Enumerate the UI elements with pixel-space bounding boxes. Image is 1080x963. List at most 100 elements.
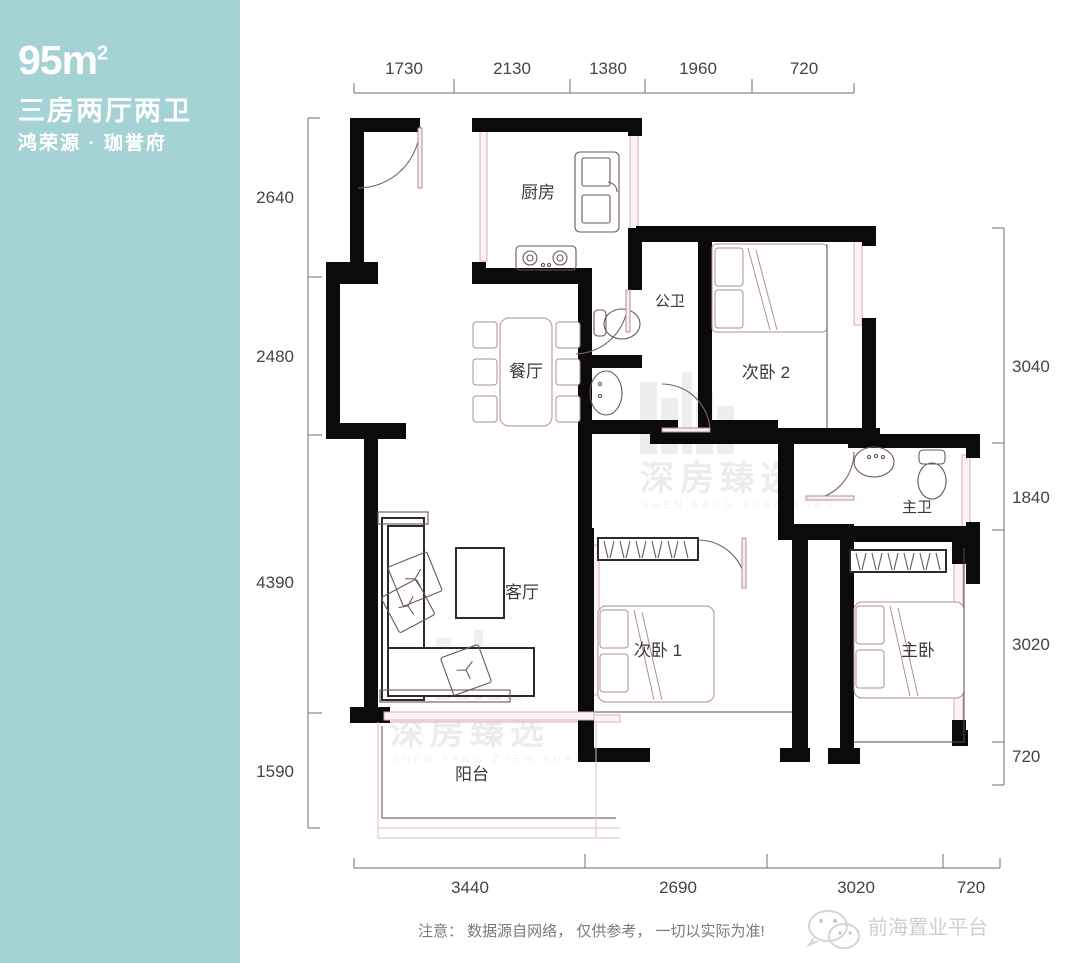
window-masterbath-right [961, 454, 971, 528]
right-dim-3: 720 [1012, 747, 1040, 766]
master-quilt-fold-2 [897, 607, 919, 697]
dining-chair-r2 [555, 358, 581, 386]
public-bath-furniture [589, 308, 641, 416]
bedroom2-pillow-2 [714, 289, 744, 329]
dining-chair-r1 [555, 321, 581, 349]
watermark-main-1: 深房臻选 [640, 460, 800, 498]
public-sink-basin [589, 370, 623, 416]
project-name: 鸿荣源 · 珈誉府 [18, 133, 167, 155]
dining-chair-l2 [472, 358, 498, 386]
bottom-dim-1: 2690 [659, 878, 697, 897]
bedroom1-wardrobe-hangers [603, 540, 689, 559]
window-kitchen-left [479, 120, 488, 262]
dining-table [499, 317, 553, 427]
bedroom2-quilt-fold-2 [755, 249, 778, 331]
master-bath-furniture [853, 446, 947, 500]
room-label-living: 客厅 [505, 583, 539, 602]
top-dim-2: 1380 [589, 59, 627, 78]
bedroom2-furniture [711, 243, 828, 428]
stove-burner-1 [522, 250, 538, 266]
public-bath-door-leaf [625, 289, 631, 333]
room-label-public-bath: 公卫 [655, 293, 685, 310]
bottom-dim-3: 720 [957, 878, 985, 897]
living-sofa-back-bottom [379, 689, 511, 703]
bedroom2-door-leaf [661, 427, 711, 433]
dining-chair-l3 [472, 395, 498, 423]
master-pillow-1 [855, 605, 885, 645]
footer-brand: 前海置业平台 [868, 916, 988, 939]
master-toilet-bowl [917, 462, 947, 500]
balcony-inner-line [381, 726, 616, 819]
top-dimension-line [353, 79, 855, 94]
master-sink-tap-3 [880, 454, 886, 460]
master-sink-basin [853, 446, 895, 478]
dining-chair-r3 [555, 395, 581, 423]
master-bath-door-arc [805, 451, 855, 501]
area-unit-superscript: 2 [97, 42, 108, 65]
master-toilet-tank [918, 449, 946, 465]
living-furniture [377, 511, 535, 703]
living-coffee-table [455, 547, 505, 619]
stove-burner-2-inner [556, 254, 564, 262]
bedroom1-quilt-fold-2 [641, 611, 663, 701]
layout-heading: 三房两厅两卫 [18, 96, 192, 126]
kitchen-stove [515, 245, 577, 271]
balcony-sliding-door [383, 711, 595, 721]
entry-door-leaf [417, 127, 423, 189]
kitchen-sink [574, 151, 620, 233]
room-label-master-bedroom: 主卧 [901, 641, 935, 660]
living-sofa-seat [387, 525, 425, 667]
living-sofa-chaise [387, 647, 535, 697]
public-toilet-tank [593, 309, 607, 337]
room-label-kitchen: 厨房 [521, 183, 555, 202]
kitchen-sink-basin-1 [581, 157, 611, 187]
bedroom1-furniture [594, 537, 792, 713]
stove-knob-2 [546, 262, 552, 268]
bedroom1-pillow-1 [599, 609, 629, 649]
window-bedroom2-right [853, 239, 863, 326]
kitchen-furniture [515, 151, 620, 271]
bedroom1-pillow-2 [599, 653, 629, 693]
master-pillow-2 [855, 649, 885, 689]
master-wardrobe-hangers [855, 552, 941, 571]
area-heading: 95m2 [18, 40, 240, 81]
public-toilet-bowl [603, 308, 641, 340]
footer-note: 注意： 数据源自网络， 仅供参考， 一切以实际为准! [418, 922, 765, 940]
dining-furniture [472, 317, 581, 427]
watermark-sub-1: SHEN FANG ZHEN XUAN [642, 500, 836, 511]
right-dim-2: 3020 [1012, 635, 1050, 654]
bottom-dim-2: 3020 [837, 878, 875, 897]
bedroom2-door-arc [661, 383, 711, 433]
floorplan-drawing-area: 深房臻选 SHEN FANG ZHEN XUAN 深房臻选 SHEN FANG … [240, 0, 1080, 963]
window-kitchen-right [629, 129, 639, 241]
master-quilt-fold-1 [889, 605, 911, 697]
public-sink-tap-1 [597, 381, 603, 387]
bottom-dimension-line [353, 854, 1001, 869]
kitchen-faucet [607, 181, 618, 193]
top-dim-4: 720 [790, 59, 818, 78]
wechat-brand-group: 前海置业平台 [806, 910, 988, 949]
master-wardrobe [849, 549, 947, 573]
bottom-dim-0: 3440 [451, 878, 489, 897]
master-sink-tap-2 [873, 453, 879, 459]
room-label-bedroom1: 次卧 1 [634, 641, 682, 660]
right-dimension-line [992, 227, 1005, 786]
left-dim-1: 2480 [256, 347, 294, 366]
room-label-master-bath: 主卫 [902, 499, 932, 516]
room-label-bedroom2: 次卧 2 [742, 363, 790, 382]
room-label-balcony: 阳台 [455, 765, 489, 784]
sidebar-info-panel: 95m2 三房两厅两卫 鸿荣源 · 珈誉府 [0, 0, 240, 963]
left-dimension-line [307, 117, 322, 829]
stove-burner-1-inner [526, 254, 534, 262]
wechat-icon [806, 910, 860, 949]
right-dim-1: 1840 [1012, 488, 1050, 507]
bedroom1-door-leaf [741, 537, 747, 589]
living-cushion-3 [440, 644, 492, 696]
bedroom1-quilt-fold-1 [633, 609, 655, 701]
balcony-outline [377, 722, 620, 839]
right-dim-0: 3040 [1012, 357, 1050, 376]
left-dim-3: 1590 [256, 762, 294, 781]
stove-burner-2 [552, 250, 568, 266]
entry-door-arc [357, 125, 421, 189]
